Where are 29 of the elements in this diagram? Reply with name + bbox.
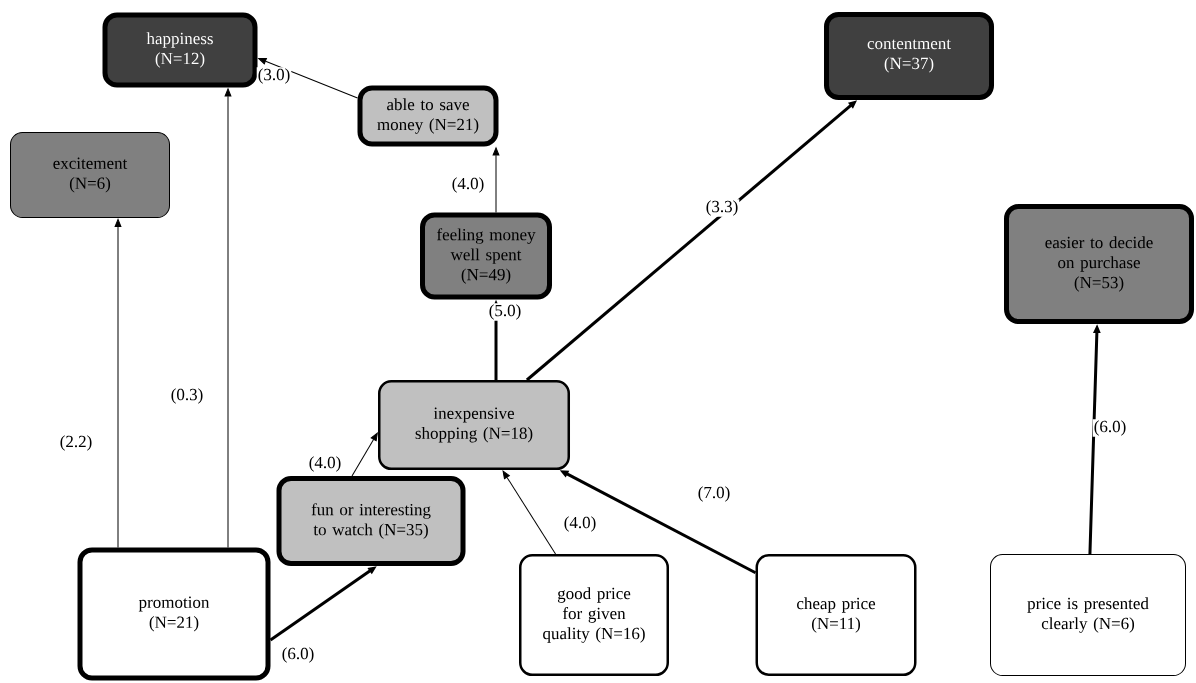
edge-label: (0.3) [169, 387, 205, 405]
concept-box: good price for given quality (N=16) [519, 554, 669, 676]
arrow [351, 432, 378, 477]
concept-box: cheap price (N=11) [755, 554, 917, 676]
arrow [502, 470, 557, 555]
edge-label: (4.0) [450, 176, 486, 194]
concept-box: easier to decide on purchase (N=53) [1004, 204, 1194, 324]
concept-box: price is presented clearly (N=6) [990, 554, 1186, 676]
edge-label: (6.0) [280, 646, 316, 664]
edge-label: (7.0) [696, 485, 732, 503]
edge-label: (5.0) [487, 303, 523, 321]
arrow [114, 218, 122, 548]
edge-label: (4.0) [562, 515, 598, 533]
concept-box: excitement (N=6) [10, 132, 170, 218]
edge-label: (6.0) [1092, 419, 1128, 437]
concept-box: promotion (N=21) [77, 547, 271, 681]
edge-label: (4.0) [307, 455, 343, 473]
arrow [258, 57, 358, 99]
concept-box: fun or interesting to watch (N=35) [276, 476, 466, 566]
concept-box: happiness (N=12) [102, 12, 258, 88]
concept-box: inexpensive shopping (N=18) [378, 380, 570, 470]
edge-label: (3.3) [704, 199, 740, 217]
concept-box: able to save money (N=21) [357, 85, 499, 147]
concept-box: contentment (N=37) [824, 12, 994, 100]
concept-box: feeling money well spent (N=49) [420, 212, 552, 300]
edge-label: (3.0) [256, 67, 292, 85]
arrow [492, 147, 500, 213]
edge-label: (2.2) [58, 434, 94, 452]
arrow [224, 88, 232, 548]
